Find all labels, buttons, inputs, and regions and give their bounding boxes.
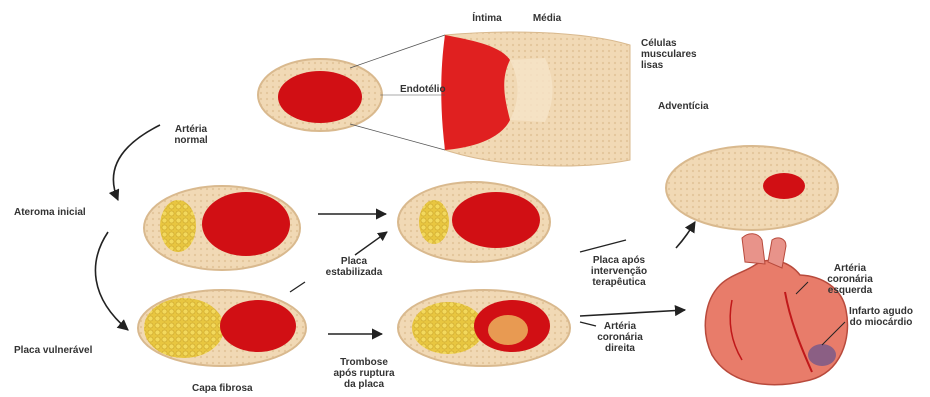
- label-trombose: Trombose após ruptura da placa: [326, 357, 402, 390]
- stabilized-plaque-artery: [398, 182, 550, 262]
- label-infarto-agudo: Infarto agudo do miocárdio: [836, 306, 926, 328]
- lumen: [763, 173, 805, 199]
- label-arteria-coronaria-esquerda: Artéria coronária esquerda: [818, 263, 882, 296]
- arrow-to-stabilized: [355, 232, 387, 255]
- normal-artery: [258, 59, 382, 131]
- label-celulas-musculares-lisas: Células musculares lisas: [641, 38, 721, 71]
- plaque: [412, 302, 484, 354]
- initial-atheroma-artery: [144, 186, 300, 270]
- lumen: [220, 300, 296, 352]
- label-arteria-normal: Artéria normal: [168, 124, 214, 146]
- plaque: [419, 200, 449, 244]
- label-ateroma-inicial: Ateroma inicial: [14, 207, 114, 218]
- label-placa-vulneravel: Placa vulnerável: [14, 345, 114, 356]
- label-adventicia: Adventícia: [658, 101, 728, 112]
- label-placa-apos-intervencao: Placa após intervenção terapêutica: [580, 255, 658, 288]
- normal-lumen: [278, 71, 362, 123]
- arrow-atheroma-to-vulnerable: [95, 232, 128, 330]
- post-intervention-artery: [666, 146, 838, 230]
- label-endotelio: Endotélio: [400, 84, 460, 95]
- arrow-thrombosis-to-heart: [580, 310, 685, 316]
- heart-illustration: [705, 234, 847, 385]
- label-intima: Íntima: [466, 13, 508, 24]
- infarct-area: [808, 344, 836, 366]
- plaque: [144, 298, 224, 358]
- artery-wall-section: [350, 32, 630, 166]
- plaque: [160, 200, 196, 252]
- label-arteria-coronaria-direita: Artéria coronária direita: [588, 321, 652, 354]
- label-media: Média: [525, 13, 569, 24]
- lumen: [452, 192, 540, 248]
- thrombosis-artery: [398, 290, 570, 366]
- label-capa-fibrosa: Capa fibrosa: [192, 383, 282, 394]
- thrombus: [488, 315, 528, 345]
- arrow-to-post-intervention: [676, 222, 695, 248]
- label-placa-estabilizada: Placa estabilizada: [322, 256, 386, 278]
- arrow-normal-to-atheroma: [113, 125, 160, 200]
- pointer-placa-apos: [580, 240, 626, 252]
- pointer-stabilized: [290, 282, 305, 292]
- lumen: [202, 192, 290, 256]
- vulnerable-plaque-artery: [138, 290, 306, 366]
